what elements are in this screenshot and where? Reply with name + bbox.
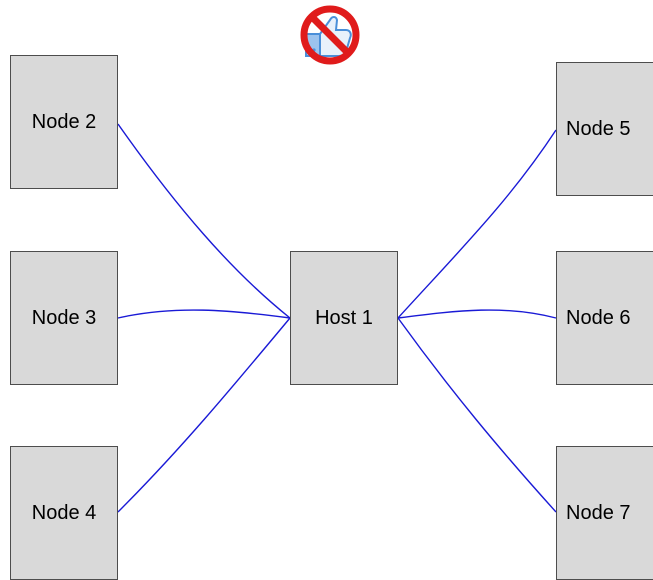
node-3-box: Node 3 [10, 251, 118, 385]
node-2-box: Node 2 [10, 55, 118, 189]
edge-host1-node6 [397, 309, 557, 319]
node-7-box: Node 7 [556, 446, 653, 580]
edge-host1-node3 [117, 309, 291, 319]
node-6-box: Node 6 [556, 251, 653, 385]
edge-host1-node7 [397, 317, 557, 513]
node-4-box: Node 4 [10, 446, 118, 580]
node-label: Node 3 [31, 306, 97, 329]
edge-host1-node5 [397, 129, 557, 319]
node-label: Node 2 [31, 110, 97, 133]
node-label: Node 5 [566, 117, 631, 140]
node-label: Node 6 [566, 306, 631, 329]
edge-host1-node2 [117, 123, 291, 319]
node-label: Node 7 [566, 501, 631, 524]
node-label: Node 4 [31, 501, 97, 524]
host-1-box: Host 1 [290, 251, 398, 385]
edge-host1-node4 [117, 317, 291, 513]
node-label: Host 1 [315, 306, 373, 329]
node-5-box: Node 5 [556, 62, 653, 196]
no-thumbs-up-icon [300, 5, 360, 65]
